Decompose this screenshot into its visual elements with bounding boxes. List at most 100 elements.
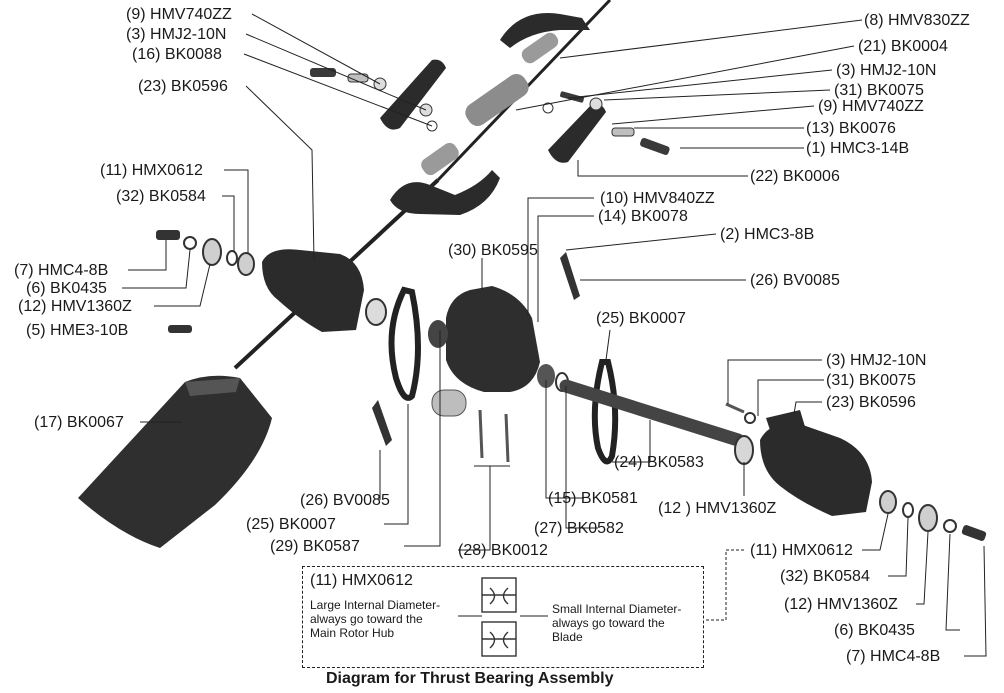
part-code: BK0435 [858, 622, 915, 639]
part-code: BK0007 [278, 516, 336, 533]
tail-blade [78, 375, 272, 548]
part-label: (12 ) HMV1360Z [658, 500, 776, 518]
part-qty: (9) [126, 6, 146, 23]
part-qty: (26) [300, 492, 329, 509]
part-code: BK0583 [646, 454, 704, 471]
large-diameter-note-3: Main Rotor Hub [310, 626, 395, 640]
part-qty: (6) [834, 622, 854, 639]
part-qty: (14) [598, 208, 627, 225]
grip-arm-right [766, 410, 806, 436]
slider-sleeve [421, 32, 559, 176]
part-code: BV0085 [332, 492, 390, 509]
part-label: (2) HMC3-8B [720, 226, 814, 244]
part-code: HMJ2-10N [150, 26, 227, 43]
part-label: (24) BK0583 [614, 454, 704, 472]
part-code: BK0075 [858, 372, 916, 389]
part-label: (9) HMV740ZZ [126, 6, 232, 24]
thrust-bearing-sketch [481, 577, 517, 657]
part-qty: (26) [750, 272, 779, 289]
part-label: (22) BK0006 [750, 168, 840, 186]
part-code: HMC3-8B [744, 226, 815, 243]
hub-dowel-pins [478, 409, 510, 463]
large-diameter-note-2: always go toward the [310, 612, 423, 626]
hub-spacer [365, 298, 387, 326]
part-qty: (31) [834, 82, 863, 99]
part-qty: (27) [534, 520, 563, 537]
part-label: (6) BK0435 [26, 280, 107, 298]
part-code: HMV830ZZ [888, 12, 970, 29]
part-label: (25) BK0007 [596, 310, 686, 328]
part-code: HMV740ZZ [842, 98, 924, 115]
thrust-washer [537, 364, 555, 388]
part-label: (31) BK0075 [826, 372, 916, 390]
part-code: HMV1360Z [50, 298, 132, 315]
bearing-note-box [302, 566, 704, 668]
part-label: (25) BK0007 [246, 516, 336, 534]
part-label: (10) HMV840ZZ [600, 190, 715, 208]
part-code: BK0435 [50, 280, 107, 297]
part-qty: (12) [18, 298, 47, 315]
part-code: BK0004 [890, 38, 948, 55]
part-label: (11) HMX0612 [750, 542, 853, 560]
part-label: (26) BV0085 [750, 272, 840, 290]
part-code: HMX0612 [131, 162, 203, 179]
part-qty: (29) [270, 538, 299, 555]
part-qty: (7) [846, 648, 866, 665]
part-qty: (32) [780, 568, 809, 585]
part-label: (7) HMC4-8B [846, 648, 940, 666]
bearing-right-inner [734, 435, 754, 465]
part-label: (21) BK0004 [858, 38, 948, 56]
part-qty: (11) [100, 162, 128, 179]
part-qty: (9) [818, 98, 838, 115]
part-code: BK0587 [302, 538, 360, 555]
part-label: (29) BK0587 [270, 538, 360, 556]
part-qty: (30) [448, 242, 477, 259]
leader-lines [122, 13, 987, 657]
part-label: (11) HMX0612 [100, 162, 203, 180]
part-code: BK0088 [164, 46, 222, 63]
part-label: (14) BK0078 [598, 208, 688, 226]
part-label: (8) HMV830ZZ [864, 12, 970, 30]
part-qty: (12) [784, 596, 813, 613]
part-code: BK0584 [812, 568, 870, 585]
part-label: (32) BK0584 [116, 188, 206, 206]
slider-yoke [390, 170, 500, 215]
blade-grip-right [760, 423, 872, 516]
short-link-left [372, 400, 392, 446]
part-qty: (3) [126, 26, 146, 43]
part-label: (6) BK0435 [834, 622, 915, 640]
bellcrank-upper-right [500, 13, 590, 48]
part-qty: (24) [614, 454, 643, 471]
part-code: HMV1360Z [816, 596, 898, 613]
part-qty: (7) [14, 262, 34, 279]
part-label: (28) BK0012 [458, 542, 548, 560]
part-code: BK0596 [858, 394, 916, 411]
part-label: (17) BK0067 [34, 414, 124, 432]
part-qty: (22) [750, 168, 779, 185]
part-code: HMC3-14B [830, 140, 910, 157]
part-code: BK0012 [490, 542, 548, 559]
part-label: (27) BK0582 [534, 520, 624, 538]
part-code: BK0584 [148, 188, 206, 205]
part-qty: (28) [458, 542, 487, 559]
part-label: (9) HMV740ZZ [818, 98, 924, 116]
part-qty: (31) [826, 372, 855, 389]
part-code: BK0581 [580, 490, 638, 507]
part-label: (30) BK0595 [448, 242, 538, 260]
part-code: BK0075 [866, 82, 924, 99]
part-label: (3) HMJ2-10N [836, 62, 936, 80]
part-label: (16) BK0088 [132, 46, 222, 64]
part-qty: (1) [806, 140, 826, 157]
small-diameter-note-1: Small Internal Diameter- [552, 602, 682, 616]
part-qty: (21) [858, 38, 887, 55]
part-label: (1) HMC3-14B [806, 140, 909, 158]
part-qty: (6) [26, 280, 46, 297]
bellcrank-lower [548, 103, 606, 163]
part-label: (7) HMC4-8B [14, 262, 108, 280]
part-code: BK0076 [838, 120, 896, 137]
part-code: HME3-10B [50, 322, 129, 339]
part-code: BV0085 [782, 272, 840, 289]
part-code: BK0582 [566, 520, 624, 537]
